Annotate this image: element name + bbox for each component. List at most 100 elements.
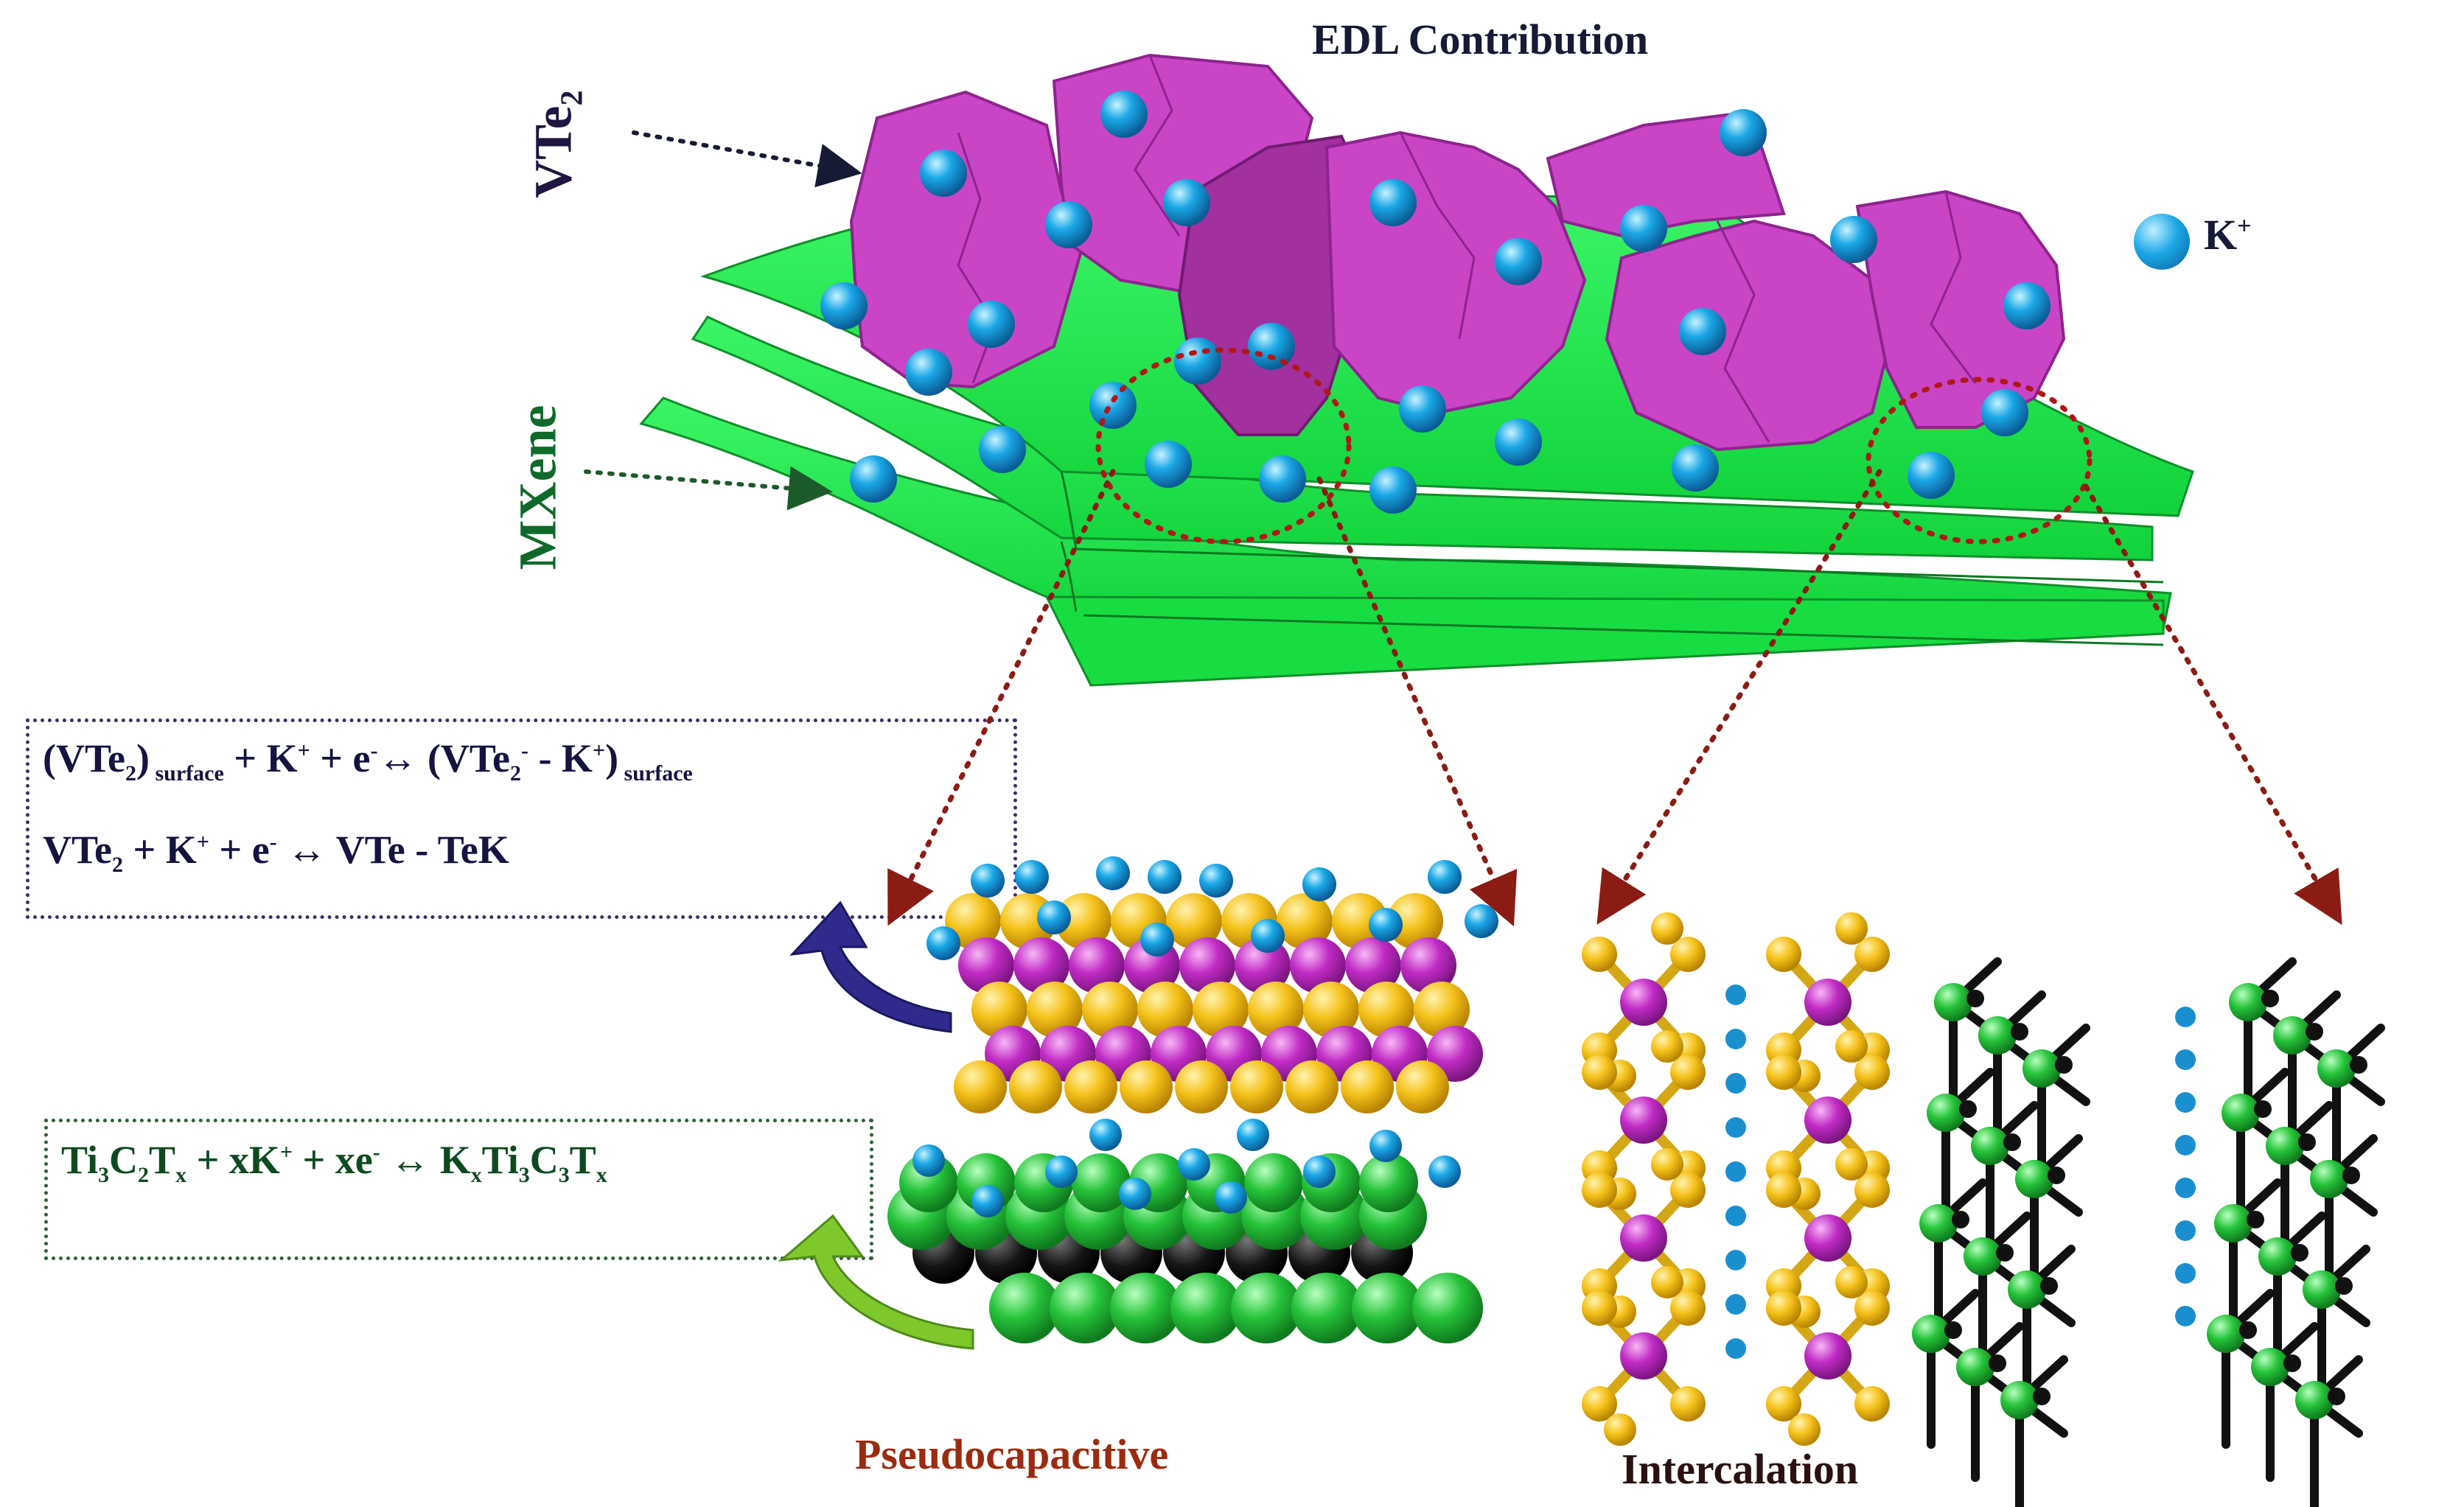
k-ion xyxy=(1237,1119,1269,1151)
k-ion xyxy=(1428,860,1462,894)
mxene-equation-box: Ti3C2Tx + xK+ + xe- ↔ KxTi3C3Tx xyxy=(44,1119,873,1260)
c-atom xyxy=(1989,1354,2006,1372)
vte2-pointer-arrow xyxy=(632,130,862,188)
te-atom xyxy=(1854,1290,1890,1326)
k-ion xyxy=(1303,1155,1336,1188)
te-atom xyxy=(1064,1060,1117,1113)
k-ion xyxy=(1119,1178,1151,1210)
k-ion xyxy=(1148,860,1182,894)
mxene-sheet-3-front xyxy=(1044,595,2165,687)
te-atom xyxy=(1193,982,1249,1038)
mxene-atomic-slab xyxy=(887,1119,1483,1343)
k-ion xyxy=(1495,238,1542,285)
te-atom xyxy=(1766,1172,1801,1208)
k-ion xyxy=(1140,923,1174,957)
ti-atom xyxy=(2266,1127,2304,1165)
k-ion xyxy=(2003,282,2051,329)
c-atom xyxy=(2283,1354,2301,1372)
te-atom xyxy=(971,982,1027,1038)
ti-atom xyxy=(2295,1381,2334,1419)
v-atom xyxy=(1804,979,1852,1026)
c-atom xyxy=(2335,1277,2353,1295)
c-atom xyxy=(2350,1056,2367,1074)
te-atom xyxy=(1835,1266,1868,1298)
k-ion xyxy=(1725,1338,1746,1359)
k-ion xyxy=(2175,1306,2196,1326)
te-atom xyxy=(1055,893,1111,949)
k-ion xyxy=(971,1185,1004,1217)
te-atom xyxy=(1854,937,1890,972)
k-ion xyxy=(1037,901,1071,934)
v-atom xyxy=(1804,1332,1852,1380)
vte2-flake-7-facet xyxy=(1930,191,1977,384)
v-atom xyxy=(1620,1214,1667,1262)
k-ion xyxy=(2175,1007,2196,1027)
k-ion xyxy=(850,455,897,503)
c-atom xyxy=(1944,1321,1962,1339)
v-atom xyxy=(1804,1214,1852,1262)
ti-atom xyxy=(2214,1204,2252,1242)
k-ion xyxy=(1089,1119,1122,1151)
vte2-flake-7 xyxy=(1855,189,2066,429)
c-atom xyxy=(2306,1023,2323,1041)
mxene-equation: Ti3C2Tx + xK+ + xe- ↔ KxTi3C3Tx xyxy=(61,1138,607,1187)
te-atom xyxy=(1230,1060,1283,1113)
ti-atom xyxy=(2310,1160,2348,1198)
vte2-surface-equation: (VTe2) surface + K+ + e-↔ (VTe2- - K+) s… xyxy=(43,736,693,786)
k-ion xyxy=(1465,904,1498,938)
mxene-sheet-3 xyxy=(639,396,2172,632)
c-atom xyxy=(2033,1388,2051,1405)
ti-atom xyxy=(2251,1348,2289,1386)
ti-atom xyxy=(1072,1153,1131,1212)
te-atom xyxy=(1027,982,1083,1038)
c-atom xyxy=(2011,1023,2028,1041)
k-ion xyxy=(1045,201,1092,248)
te-atom xyxy=(1651,1030,1683,1063)
te-atom xyxy=(1396,1060,1449,1113)
k-ion xyxy=(1369,908,1403,942)
te-atom xyxy=(1766,1290,1801,1326)
k-ion xyxy=(1428,1155,1461,1188)
te-atom xyxy=(1651,1148,1683,1181)
k-ion xyxy=(926,926,960,960)
k-ion xyxy=(820,282,868,329)
te-atom xyxy=(1788,1413,1821,1446)
c-atom xyxy=(1996,1244,2014,1262)
te-atom xyxy=(1341,1060,1394,1113)
v-atom xyxy=(1069,937,1125,993)
k-ion-legend-icon xyxy=(2134,214,2190,270)
te-atom xyxy=(1582,1386,1617,1422)
zoom-circle-right xyxy=(1866,377,2093,545)
te-atom xyxy=(954,1060,1007,1113)
vte2-flake-4-facet xyxy=(1399,132,1476,340)
c-atom xyxy=(2342,1167,2360,1184)
k-ion xyxy=(1679,308,1726,355)
k-ion xyxy=(1369,1130,1402,1162)
te-atom xyxy=(1303,982,1359,1038)
k-ion xyxy=(1725,1250,1746,1270)
te-atom xyxy=(1766,1055,1801,1090)
c-atom xyxy=(1966,990,1984,1007)
ti-atom xyxy=(1971,1127,2009,1165)
k-ion xyxy=(1096,856,1130,890)
k-ion xyxy=(1145,441,1192,488)
vte2-atomic-slab xyxy=(926,856,1498,1113)
mxene-sheet-2 xyxy=(691,315,2154,562)
te-atom xyxy=(1854,1055,1890,1090)
v-atom xyxy=(1620,979,1667,1026)
te-atom xyxy=(1175,1060,1228,1113)
k-ion xyxy=(1251,919,1285,953)
ti-atom xyxy=(1231,1273,1302,1343)
k-ion xyxy=(905,349,952,396)
ti-atom xyxy=(2229,983,2267,1021)
k-ion xyxy=(920,150,967,197)
v-atom xyxy=(1400,937,1456,993)
k-ion xyxy=(1725,1117,1746,1138)
k-ion xyxy=(1248,323,1295,370)
v-atom xyxy=(958,937,1014,993)
v-atom xyxy=(1804,1097,1852,1144)
vte2-flake-6 xyxy=(1605,219,1889,452)
v-atom xyxy=(1179,937,1235,993)
